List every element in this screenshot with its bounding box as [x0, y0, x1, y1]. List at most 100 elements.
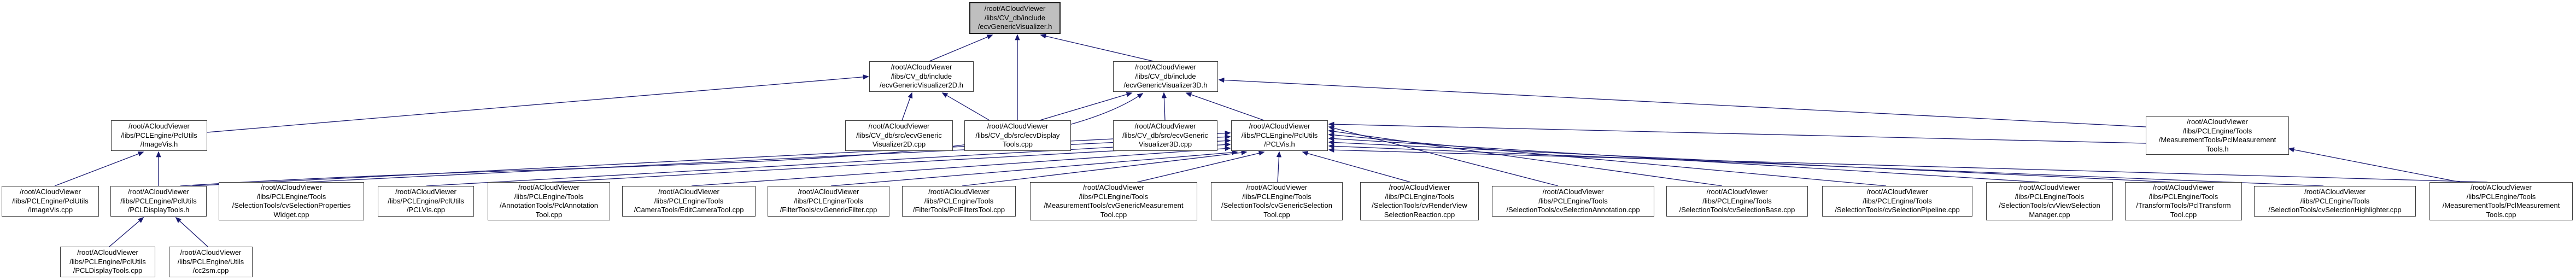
- graph-node-label-line: Tool.cpp: [2170, 210, 2197, 219]
- graph-node-label-line: /libs/PCLEngine/PclUtils: [1241, 131, 1318, 139]
- graph-node-label-line: /root/ACloudViewer: [518, 183, 579, 191]
- graph-edge-PclTransformTool_cpp-to-PCLVis_h: [1328, 139, 2171, 183]
- graph-node-PCLVis_cpp[interactable]: /root/ACloudViewer/libs/PCLEngine/PclUti…: [378, 186, 474, 217]
- graph-node-label-line: /libs/CV_db/include: [1135, 72, 1196, 80]
- graph-node-label-line: /root/ACloudViewer: [987, 122, 1049, 131]
- graph-node-label-line: Widget.cpp: [273, 210, 309, 219]
- graph-node-cvGenericSelectionTool_cpp[interactable]: /root/ACloudViewer/libs/PCLEngine/Tools/…: [1211, 182, 1343, 220]
- graph-node-ImageVis_h[interactable]: /root/ACloudViewer/libs/PCLEngine/PclUti…: [111, 120, 207, 151]
- graph-node-label-line: /root/ACloudViewer: [2304, 188, 2366, 196]
- graph-node-ecvGenericVisualizer_h: /root/ACloudViewer/libs/CV_db/include/ec…: [969, 2, 1061, 34]
- graph-node-label-line: /libs/CV_db/src/ecvGeneric: [856, 131, 942, 139]
- graph-node-label-line: /root/ACloudViewer: [20, 188, 81, 196]
- graph-node-label-line: /root/ACloudViewer: [1135, 63, 1196, 72]
- graph-node-label-line: Visualizer3D.cpp: [1138, 140, 1192, 149]
- graph-node-PCLVis_h[interactable]: /root/ACloudViewer/libs/PCLEngine/PclUti…: [1231, 120, 1328, 151]
- graph-edge-PclMeasurementTools_cpp-to-PCLVis_h: [1328, 147, 2488, 183]
- graph-edge-ecvGenericVisualizer2D_h-to-ecvGenericVisualizer_h: [929, 34, 993, 62]
- graph-node-label-line: SelectionReaction.cpp: [1384, 210, 1455, 219]
- graph-node-label-line: /libs/CV_db/include: [891, 72, 952, 80]
- graph-node-ecvGenericVisualizer3D_h[interactable]: /root/ACloudViewer/libs/CV_db/include/ec…: [1113, 61, 1218, 92]
- graph-node-cc2sm_cpp[interactable]: /root/ACloudViewer/libs/PCLEngine/Utils/…: [169, 247, 253, 277]
- graph-node-ecvGenericVisualizer2D_cpp[interactable]: /root/ACloudViewer/libs/CV_db/src/ecvGen…: [845, 120, 953, 151]
- graph-node-label-line: /root/ACloudViewer: [928, 188, 990, 196]
- graph-node-ImageVis_cpp[interactable]: /root/ACloudViewer/libs/PCLEngine/PclUti…: [2, 186, 99, 217]
- graph-node-label-line: Tool.cpp: [1100, 210, 1127, 219]
- graph-node-cvSelectionBase_cpp[interactable]: /root/ACloudViewer/libs/PCLEngine/Tools/…: [1666, 186, 1808, 217]
- graph-node-label-line: /ecvGenericVisualizer3D.h: [1123, 81, 1208, 90]
- graph-node-label-line: /libs/PCLEngine/Tools: [1385, 192, 1454, 201]
- graph-node-label-line: /libs/PCLEngine/Tools: [1242, 192, 1312, 201]
- graph-node-label-line: /ecvGenericVisualizer.h: [977, 22, 1052, 31]
- graph-edge-PclMeasurementTools_h-to-ecvGenericVisualizer3D_h: [1218, 77, 2146, 127]
- graph-edge-PclFiltersTool_cpp-to-PCLVis_h: [962, 150, 1248, 186]
- graph-node-cvSelectionPipeline_cpp[interactable]: /root/ACloudViewer/libs/PCLEngine/Tools/…: [1822, 186, 1972, 217]
- graph-node-label-line: /root/ACloudViewer: [2470, 183, 2532, 191]
- graph-node-cvGenericFilter_cpp[interactable]: /root/ACloudViewer/libs/PCLEngine/Tools/…: [768, 186, 889, 217]
- graph-node-PCLDisplayTools_cpp[interactable]: /root/ACloudViewer/libs/PCLEngine/PclUti…: [60, 247, 155, 277]
- graph-node-label-line: /SelectionTools/cvSelectionHighlighter.c…: [2268, 206, 2402, 214]
- graph-node-PclTransformTool_cpp[interactable]: /root/ACloudViewer/libs/PCLEngine/Tools/…: [2125, 182, 2242, 220]
- graph-node-cvViewSelectionManager_cpp[interactable]: /root/ACloudViewer/libs/PCLEngine/Tools/…: [1986, 182, 2113, 220]
- graph-edge-cvGenericFilter_cpp-to-PCLVis_h: [830, 150, 1238, 186]
- graph-node-EditCameraTool_cpp[interactable]: /root/ACloudViewer/libs/PCLEngine/Tools/…: [622, 186, 756, 217]
- graph-node-label-line: /root/ACloudViewer: [2187, 118, 2248, 126]
- graph-node-PclMeasurementTools_h[interactable]: /root/ACloudViewer/libs/PCLEngine/Tools/…: [2146, 116, 2289, 155]
- graph-edge-cvRenderViewSelectionReaction_cpp-to-PCLVis_h: [1302, 151, 1411, 183]
- graph-edge-PCLVis_cpp-to-PCLVis_h: [426, 138, 1231, 186]
- graph-node-label-line: /cc2sm.cpp: [192, 266, 229, 275]
- graph-edge-ecvGenericVisualizer2D_cpp-to-ecvGenericVisualizer2D_h: [901, 92, 913, 121]
- graph-node-label-line: /root/ACloudViewer: [1246, 183, 1308, 191]
- graph-node-label-line: /libs/PCLEngine/PclUtils: [120, 196, 197, 205]
- graph-node-cvSelectionAnnotation_cpp[interactable]: /root/ACloudViewer/libs/PCLEngine/Tools/…: [1492, 186, 1654, 217]
- graph-node-label-line: /SelectionTools/cvGenericSelection: [1221, 201, 1333, 209]
- graph-node-label-line: Tools.h: [2206, 144, 2229, 153]
- graph-edge-ecvGenericVisualizer3D_cpp-to-ecvGenericVisualizer3D_h: [1161, 92, 1167, 121]
- graph-node-PCLDisplayTools_h[interactable]: /root/ACloudViewer/libs/PCLEngine/PclUti…: [110, 186, 207, 217]
- graph-node-cvSelectionHighlighter_cpp[interactable]: /root/ACloudViewer/libs/PCLEngine/Tools/…: [2254, 186, 2416, 217]
- graph-node-cvRenderViewSelectionReaction_cpp[interactable]: /root/ACloudViewer/libs/PCLEngine/Tools/…: [1360, 182, 1479, 220]
- graph-node-label-line: Manager.cpp: [2029, 210, 2070, 219]
- graph-node-cvGenericMeasurementTool_cpp[interactable]: /root/ACloudViewer/libs/PCLEngine/Tools/…: [1030, 182, 1197, 220]
- graph-node-label-line: /AnnotationTools/PclAnnotation: [500, 201, 598, 209]
- graph-node-label-line: /PCLVis.h: [1264, 140, 1295, 149]
- graph-node-label-line: Tools.cpp: [1003, 140, 1033, 149]
- graph-node-label-line: /libs/PCLEngine/PclUtils: [121, 131, 197, 139]
- graph-edge-ImageVis_cpp-to-ImageVis_h: [54, 151, 144, 186]
- graph-node-label-line: /root/ACloudViewer: [868, 122, 930, 131]
- graph-edge-cvSelectionBase_cpp-to-PCLVis_h: [1328, 129, 1723, 186]
- graph-node-label-line: /PCLVis.cpp: [406, 206, 446, 214]
- graph-node-label-line: /libs/PCLEngine/PclUtils: [388, 196, 464, 205]
- graph-node-ecvGenericVisualizer3D_cpp[interactable]: /root/ACloudViewer/libs/CV_db/src/ecvGen…: [1113, 120, 1217, 151]
- graph-node-label-line: Visualizer2D.cpp: [872, 140, 926, 149]
- graph-edge-cvSelectionHighlighter_cpp-to-PCLVis_h: [1328, 143, 2324, 186]
- graph-node-ecvDisplayTools_cpp[interactable]: /root/ACloudViewer/libs/CV_db/src/ecvDis…: [964, 120, 1071, 151]
- graph-node-label-line: /libs/PCLEngine/Tools: [794, 196, 863, 205]
- graph-edge-cvGenericMeasurementTool_cpp-to-PCLVis_h: [1137, 150, 1265, 183]
- graph-node-label-line: /libs/PCLEngine/Tools: [1863, 196, 1932, 205]
- graph-node-label-line: /root/ACloudViewer: [2019, 183, 2080, 191]
- graph-node-PclAnnotationTool_cpp[interactable]: /root/ACloudViewer/libs/PCLEngine/Tools/…: [488, 182, 610, 220]
- graph-node-label-line: Tools.cpp: [2486, 210, 2516, 219]
- graph-edge-PCLDisplayTools_cpp-to-PCLDisplayTools_h: [109, 217, 144, 247]
- graph-edge-ecvGenericVisualizer3D_h-to-ecvGenericVisualizer_h: [1040, 33, 1154, 62]
- graph-node-label-line: /root/ACloudViewer: [1542, 188, 1604, 196]
- graph-edge-PCLVis_h-to-ecvGenericVisualizer3D_h: [1185, 92, 1264, 121]
- graph-node-label-line: /root/ACloudViewer: [891, 63, 952, 72]
- graph-edge-EditCameraTool_cpp-to-PCLVis_h: [691, 146, 1231, 186]
- graph-node-label-line: /SelectionTools/cvViewSelection: [1999, 201, 2100, 209]
- graph-edge-cvSelectionPipeline_cpp-to-PCLVis_h: [1328, 132, 1887, 186]
- graph-edge-PclMeasurementTools_h-to-PCLVis_h: [1328, 121, 2146, 144]
- graph-node-label-line: /root/ACloudViewer: [2153, 183, 2214, 191]
- graph-node-ecvGenericVisualizer2D_h[interactable]: /root/ACloudViewer/libs/CV_db/include/ec…: [869, 61, 974, 92]
- graph-node-label-line: /libs/PCLEngine/Tools: [1538, 196, 1608, 205]
- graph-node-label-line: /PCLDisplayTools.cpp: [73, 266, 143, 275]
- graph-node-label-line: /TransformTools/PclTransform: [2136, 201, 2231, 209]
- graph-node-PclMeasurementTools_cpp[interactable]: /root/ACloudViewer/libs/PCLEngine/Tools/…: [2429, 182, 2573, 220]
- graph-node-PclFiltersTool_cpp[interactable]: /root/ACloudViewer/libs/PCLEngine/Tools/…: [902, 186, 1016, 217]
- graph-node-cvSelectionPropertiesWidget_cpp[interactable]: /root/ACloudViewer/libs/PCLEngine/Tools/…: [219, 182, 364, 220]
- graph-edge-PclMeasurementTools_cpp-to-PclMeasurementTools_h: [2288, 147, 2461, 183]
- graph-node-label-line: /libs/PCLEngine/Tools: [514, 192, 584, 201]
